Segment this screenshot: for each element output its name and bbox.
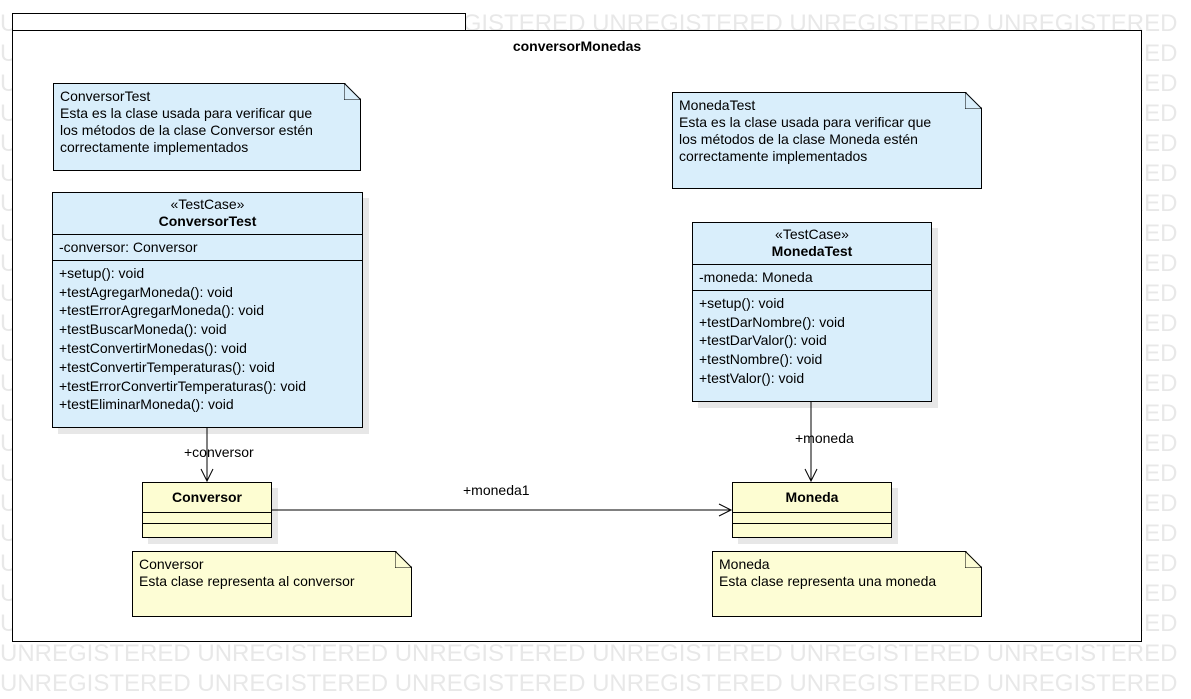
attributes-compartment xyxy=(143,513,271,524)
role-label-moneda: +moneda xyxy=(795,430,854,446)
class-moneda-test[interactable]: «TestCase» MonedaTest -moneda: Moneda +s… xyxy=(692,222,932,402)
class-moneda[interactable]: Moneda xyxy=(732,482,892,538)
class-stereotype: «TestCase» xyxy=(170,196,245,212)
operation: +testConvertirMonedas(): void xyxy=(59,339,247,356)
package-tab xyxy=(12,13,466,31)
note-line: Esta es la clase usada para verificar qu… xyxy=(60,105,313,121)
note-line: Esta clase representa al conversor xyxy=(139,573,355,589)
operations-compartment: +setup(): void +testAgregarMoneda(): voi… xyxy=(53,261,362,417)
class-conversor-test[interactable]: «TestCase» ConversorTest -conversor: Con… xyxy=(52,192,363,428)
class-name: ConversorTest xyxy=(158,213,257,229)
note-fold-icon xyxy=(395,551,412,568)
operation: +testEliminarMoneda(): void xyxy=(59,396,234,413)
operations-compartment: +setup(): void +testDarNombre(): void +t… xyxy=(693,291,931,391)
class-name: MonedaTest xyxy=(771,243,853,259)
watermark-row: UNREGISTERED UNREGISTERED UNREGISTERED U… xyxy=(0,640,1178,667)
role-label-moneda1: +moneda1 xyxy=(463,482,530,498)
association-conversortest-conversor[interactable] xyxy=(200,428,214,483)
note-line: los métodos de la clase Moneda estén xyxy=(679,131,918,147)
operation: +setup(): void xyxy=(59,264,145,281)
note-conversor-test[interactable]: ConversorTest Esta es la clase usada par… xyxy=(53,83,361,171)
attributes-compartment: -conversor: Conversor xyxy=(53,235,362,261)
note-title: Conversor xyxy=(139,556,204,572)
operation: +testDarValor(): void xyxy=(699,332,827,349)
operation: +testConvertirTemperaturas(): void xyxy=(59,358,275,375)
class-stereotype: «TestCase» xyxy=(775,226,849,242)
class-name: Moneda xyxy=(733,483,891,513)
class-name: Conversor xyxy=(143,483,271,513)
note-fold-icon xyxy=(344,83,361,100)
note-moneda-test[interactable]: MonedaTest Esta es la clase usada para v… xyxy=(672,92,982,189)
package-title: conversorMonedas xyxy=(512,38,642,54)
operation: +setup(): void xyxy=(699,294,785,311)
class-header: «TestCase» MonedaTest xyxy=(693,223,931,265)
note-moneda[interactable]: Moneda Esta clase representa una moneda xyxy=(712,551,982,617)
attributes-compartment: -moneda: Moneda xyxy=(693,265,931,291)
note-line: correctamente implementados xyxy=(60,139,249,155)
role-label-conversor: +conversor xyxy=(184,444,254,460)
attributes-compartment xyxy=(733,513,891,524)
note-line: correctamente implementados xyxy=(679,148,868,164)
association-conversor-moneda[interactable] xyxy=(272,503,733,517)
note-title: ConversorTest xyxy=(60,88,151,104)
operation: +testBuscarMoneda(): void xyxy=(59,321,227,338)
note-title: Moneda xyxy=(719,556,770,572)
association-monedatest-moneda[interactable] xyxy=(804,402,818,483)
note-fold-icon xyxy=(965,92,982,109)
class-header: «TestCase» ConversorTest xyxy=(53,193,362,235)
note-line: los métodos de la clase Conversor estén xyxy=(60,122,313,138)
operation: +testErrorAgregarMoneda(): void xyxy=(59,302,265,319)
operation: +testErrorConvertirTemperaturas(): void xyxy=(59,377,307,394)
arrowhead-icon xyxy=(718,503,733,517)
operation: +testDarNombre(): void xyxy=(699,313,845,330)
operation: +testValor(): void xyxy=(699,369,805,386)
class-conversor[interactable]: Conversor xyxy=(142,482,272,538)
note-title: MonedaTest xyxy=(679,97,756,113)
operation: +testNombre(): void xyxy=(699,351,823,368)
arrowhead-icon xyxy=(200,468,214,483)
note-line: Esta clase representa una moneda xyxy=(719,573,937,589)
attribute: -conversor: Conversor xyxy=(59,239,198,255)
note-conversor[interactable]: Conversor Esta clase representa al conve… xyxy=(132,551,412,617)
arrowhead-icon xyxy=(804,468,818,483)
attribute: -moneda: Moneda xyxy=(699,269,813,285)
operation: +testAgregarMoneda(): void xyxy=(59,283,233,300)
note-line: Esta es la clase usada para verificar qu… xyxy=(679,114,932,130)
note-fold-icon xyxy=(965,551,982,568)
